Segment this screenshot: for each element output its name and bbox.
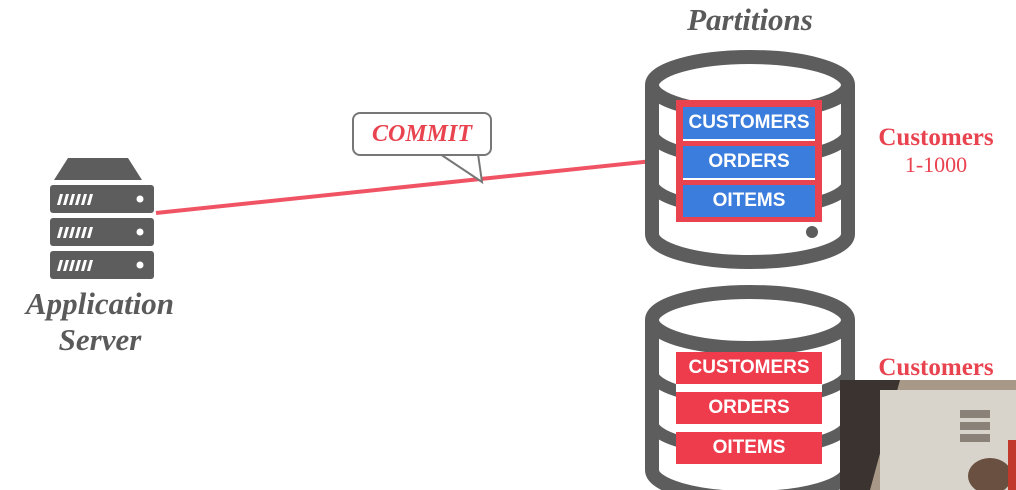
commit-bubble: COMMIT bbox=[352, 112, 492, 156]
partition-1-tables: CUSTOMERS ORDERS OITEMS bbox=[676, 100, 822, 222]
bubble-tail bbox=[436, 153, 484, 185]
table-orders: ORDERS bbox=[683, 146, 815, 180]
app-server-label-line1: Application bbox=[25, 286, 175, 321]
app-server-label-line2: Server bbox=[58, 322, 142, 357]
partition-1-label: Customers 1-1000 bbox=[856, 124, 1016, 178]
table-customers: CUSTOMERS bbox=[676, 352, 822, 384]
partition-1-range: 1-1000 bbox=[904, 152, 968, 177]
app-server-label: Application Server bbox=[0, 286, 200, 358]
table-oitems: OITEMS bbox=[683, 185, 815, 217]
partition-2-title: Customers bbox=[878, 354, 994, 381]
table-customers: CUSTOMERS bbox=[683, 107, 815, 141]
partitions-heading: Partitions bbox=[687, 2, 813, 37]
webcam-image bbox=[840, 380, 1016, 490]
webcam-overlay bbox=[840, 380, 1016, 490]
partition-1-title: Customers bbox=[878, 124, 994, 151]
server-icon bbox=[50, 158, 154, 279]
table-oitems: OITEMS bbox=[676, 432, 822, 464]
partition-2-label: Customers bbox=[856, 354, 1016, 382]
table-orders: ORDERS bbox=[676, 392, 822, 424]
commit-arrow bbox=[155, 149, 680, 215]
partition-2-tables: CUSTOMERS ORDERS OITEMS bbox=[676, 352, 822, 468]
